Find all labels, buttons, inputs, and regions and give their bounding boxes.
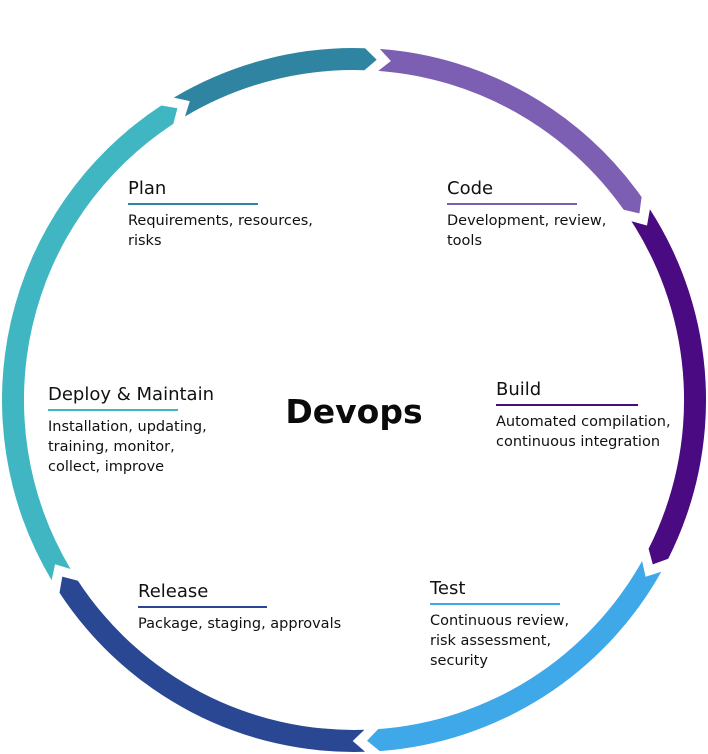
stage-code-underline — [447, 203, 577, 205]
stage-plan-description: Requirements, resources, risks — [128, 211, 313, 251]
stage-build-line: continuous integration — [496, 434, 661, 450]
stage-plan-title: Plan — [128, 178, 167, 199]
stage-build-description: Automated compilation, continuous integr… — [496, 412, 671, 452]
stage-code: Code Development, review, tools — [447, 178, 606, 251]
stage-deploy-title: Deploy & Maintain — [48, 384, 214, 405]
stage-code-line: Development, review, — [447, 213, 607, 229]
stage-release-underline — [138, 606, 267, 608]
arc-segment-test — [367, 561, 662, 752]
arc-segment-deploy — [2, 105, 178, 581]
stage-deploy-line: Installation, updating, — [48, 419, 207, 435]
stage-test-line: risk assessment, — [430, 633, 552, 649]
stage-deploy-line: training, monitor, — [48, 439, 175, 455]
stage-test: Test Continuous review, risk assessment,… — [430, 578, 569, 671]
center-label: Devops — [285, 392, 423, 431]
stage-build: Build Automated compilation, continuous … — [496, 379, 671, 452]
arc-segment-release — [59, 576, 366, 752]
stage-test-description: Continuous review, risk assessment, secu… — [430, 611, 569, 671]
stage-test-line: Continuous review, — [430, 613, 570, 629]
stage-deploy-underline — [48, 409, 178, 411]
stage-deploy-description: Installation, updating, training, monito… — [48, 417, 214, 477]
stage-test-title: Test — [430, 578, 466, 599]
arc-segment-plan — [173, 48, 377, 117]
stage-deploy-maintain: Deploy & Maintain Installation, updating… — [48, 384, 214, 477]
stage-code-line: tools — [447, 233, 483, 249]
stage-release-description: Package, staging, approvals — [138, 614, 341, 634]
arc-segment-build — [631, 209, 707, 565]
stage-release-title: Release — [138, 581, 209, 602]
stage-build-title: Build — [496, 379, 542, 400]
stage-plan-line: Requirements, resources, — [128, 213, 313, 229]
stage-plan-underline — [128, 203, 258, 205]
stage-code-description: Development, review, tools — [447, 211, 606, 251]
stage-build-line: Automated compilation, — [496, 414, 671, 430]
stage-release: Release Package, staging, approvals — [138, 581, 341, 634]
stage-deploy-line: collect, improve — [48, 459, 165, 475]
stage-plan-line: risks — [128, 233, 162, 249]
stage-plan: Plan Requirements, resources, risks — [128, 178, 313, 251]
stage-build-underline — [496, 404, 638, 406]
stage-code-title: Code — [447, 178, 494, 199]
stage-release-line: Package, staging, approvals — [138, 616, 342, 632]
arc-segment-code — [378, 48, 642, 214]
stage-test-line: security — [430, 653, 488, 669]
stage-test-underline — [430, 603, 560, 605]
